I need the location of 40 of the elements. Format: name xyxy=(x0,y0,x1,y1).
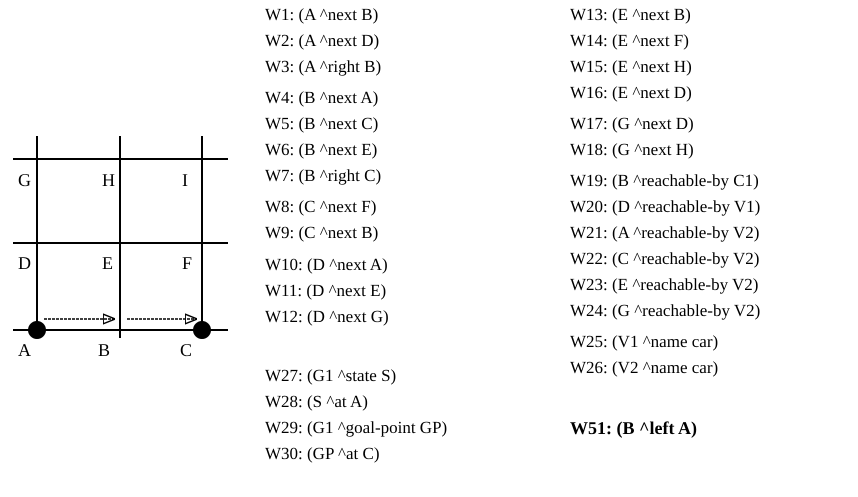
fact-text: W6: (B ^next E) xyxy=(265,140,378,160)
fact-text: W13: (E ^next B) xyxy=(570,5,691,25)
cell-label: G xyxy=(18,170,31,190)
fact-text: W29: (G1 ^goal-point GP) xyxy=(265,418,448,438)
fact-text: W7: (B ^right C) xyxy=(265,166,382,186)
fact-text: W8: (C ^next F) xyxy=(265,197,376,217)
fact-text: W23: (E ^reachable-by V2) xyxy=(570,275,758,295)
fact-text: W12: (D ^next G) xyxy=(265,307,389,327)
fact-text: W15: (E ^next H) xyxy=(570,57,692,77)
fact-text: W21: (A ^reachable-by V2) xyxy=(570,223,760,243)
fact-text: W18: (G ^next H) xyxy=(570,140,694,160)
fact-text: W10: (D ^next A) xyxy=(265,255,388,275)
fact-text: W25: (V1 ^name car) xyxy=(570,332,718,352)
fact-text: W19: (B ^reachable-by C1) xyxy=(570,171,759,191)
fact-text: W11: (D ^next E) xyxy=(265,281,386,301)
fact-text: W24: (G ^reachable-by V2) xyxy=(570,301,760,321)
fact-text: W14: (E ^next F) xyxy=(570,31,689,51)
fact-text: W9: (C ^next B) xyxy=(265,223,378,243)
fact-text: W4: (B ^next A) xyxy=(265,88,378,108)
fact-text: W27: (G1 ^state S) xyxy=(265,366,396,386)
cell-label: B xyxy=(98,340,110,360)
cell-label: F xyxy=(182,253,192,273)
fact-text: W20: (D ^reachable-by V1) xyxy=(570,197,760,217)
fact-text: W3: (A ^right B) xyxy=(265,57,382,77)
fact-text: W22: (C ^reachable-by V2) xyxy=(570,249,760,269)
fact-text: W1: (A ^next B) xyxy=(265,5,378,25)
fact-text: W30: (GP ^at C) xyxy=(265,444,380,464)
fact-text: W5: (B ^next C) xyxy=(265,114,378,134)
fact-text: W28: (S ^at A) xyxy=(265,392,368,412)
fact-text: W2: (A ^next D) xyxy=(265,31,380,51)
cell-label: D xyxy=(18,253,31,273)
cell-label: A xyxy=(18,340,31,360)
fact-text: W51: (B ^left A) xyxy=(570,418,697,438)
cell-label: H xyxy=(102,170,115,190)
cell-label: C xyxy=(180,340,192,360)
fact-text: W26: (V2 ^name car) xyxy=(570,358,718,378)
cell-label: E xyxy=(102,253,113,273)
fact-text: W17: (G ^next D) xyxy=(570,114,694,134)
fact-text: W16: (E ^next D) xyxy=(570,83,692,103)
cell-label: I xyxy=(182,170,188,190)
